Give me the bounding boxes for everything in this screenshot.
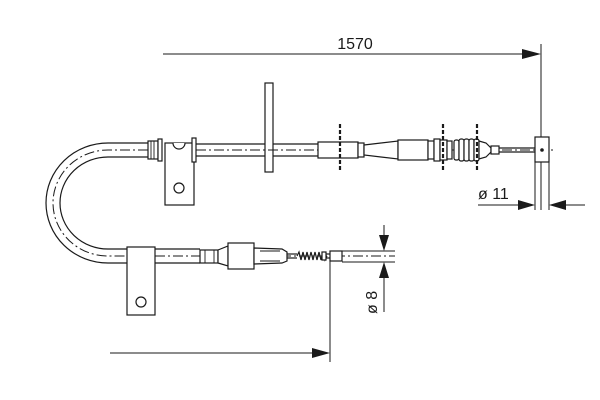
dimension-length-label: 1570 bbox=[337, 36, 373, 53]
lower-bracket bbox=[126, 246, 156, 316]
dimension-length-start bbox=[110, 348, 330, 358]
cable-bend bbox=[45, 142, 148, 264]
end-fitting-upper bbox=[534, 136, 550, 210]
dimension-diameter-11: ø 11 bbox=[478, 186, 585, 210]
upper-cable bbox=[108, 142, 318, 158]
lower-fitting bbox=[199, 242, 297, 270]
upper-collar bbox=[147, 138, 163, 162]
dimension-length: 1570 bbox=[163, 36, 542, 210]
lower-cable bbox=[108, 248, 200, 264]
adjuster-assembly bbox=[427, 124, 535, 172]
dimension-diameter-11-label: ø 11 bbox=[478, 186, 509, 203]
dimension-diameter-8: ø 8 bbox=[364, 225, 389, 314]
mounting-plate bbox=[264, 82, 274, 173]
end-fitting-lower bbox=[329, 250, 395, 362]
return-spring bbox=[296, 250, 330, 262]
dimension-diameter-8-label: ø 8 bbox=[364, 291, 381, 314]
upper-bracket bbox=[164, 137, 197, 206]
upper-sleeve bbox=[317, 124, 429, 172]
